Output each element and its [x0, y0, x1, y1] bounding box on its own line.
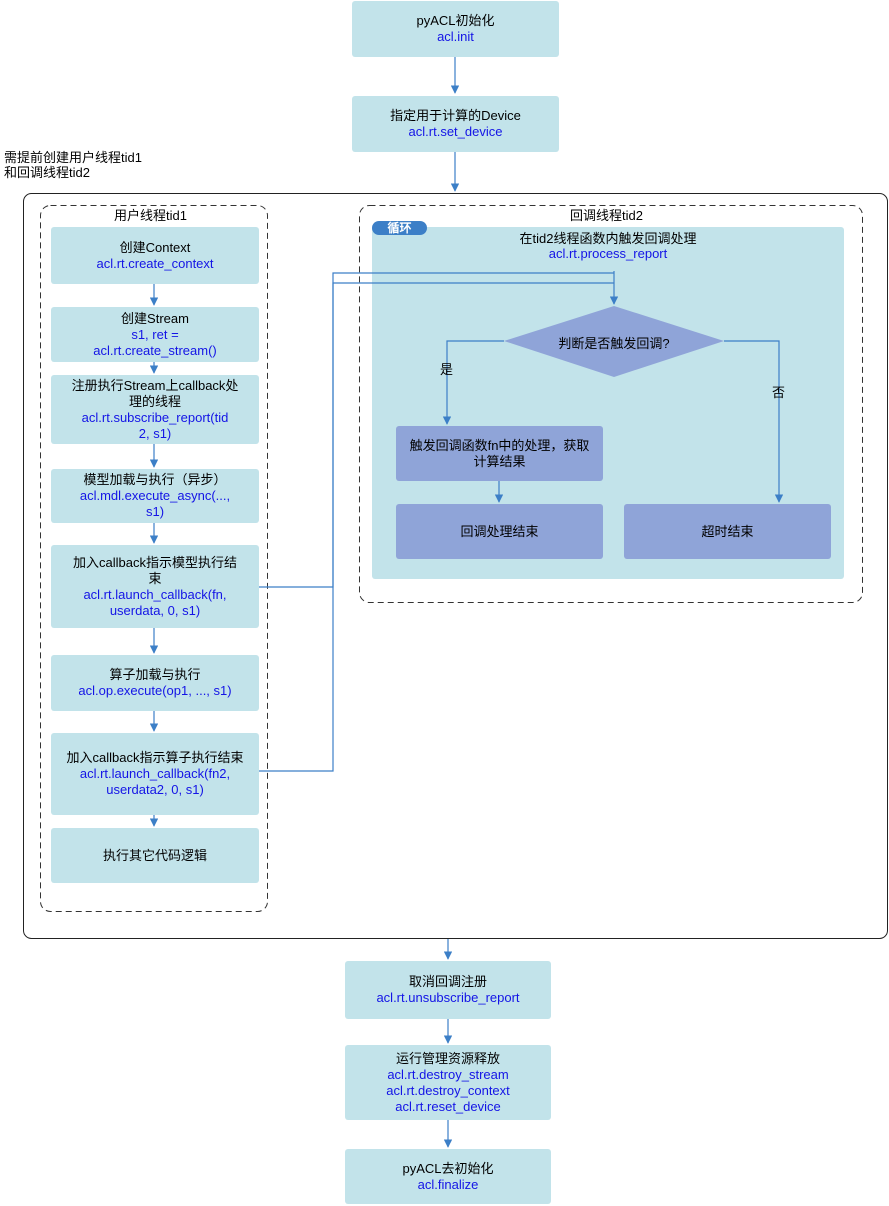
step-title: 模型加载与执行（异步） — [83, 472, 227, 487]
step-pyacl-finalize: pyACL去初始化 acl.finalize — [345, 1149, 551, 1204]
step-code: userdata, 0, s1) — [109, 602, 201, 618]
decision-text: 判断是否触发回调? — [558, 336, 670, 351]
step-title: 执行其它代码逻辑 — [102, 847, 207, 863]
handle-line-2: 计算结果 — [473, 453, 526, 469]
step-title: 加入callback指示模型执行结 — [73, 554, 237, 570]
step-title-cont: 束 — [148, 570, 162, 586]
end-timeout-label: 超时结束 — [701, 523, 754, 539]
callback-end-box: 回调处理结束 — [396, 504, 603, 559]
step-code: acl.rt.create_context — [96, 255, 214, 271]
step-release-resources: 运行管理资源释放 acl.rt.destroy_stream acl.rt.de… — [345, 1045, 551, 1120]
user-thread-frame — [40, 205, 268, 912]
step-code: acl.rt.destroy_context — [386, 1082, 510, 1098]
step-code: acl.finalize — [417, 1176, 479, 1192]
note-line-2: 和回调线程tid2 — [4, 165, 90, 180]
step-create-stream: 创建Stream s1, ret = acl.rt.create_stream(… — [51, 307, 259, 362]
step-code: acl.rt.subscribe_report(tid — [81, 409, 229, 425]
process-report-text: 在tid2线程函数内触发回调处理 acl.rt.process_report — [372, 231, 844, 261]
no-label: 否 — [772, 385, 786, 400]
main-container-frame — [23, 193, 888, 939]
step-title: 取消回调注册 — [408, 974, 487, 989]
decision-diamond — [504, 306, 724, 377]
step-code: acl.rt.launch_callback(fn, — [83, 586, 227, 602]
step-title: 注册执行Stream上callback处 — [71, 377, 239, 393]
loop-tag: 循环 — [372, 221, 427, 235]
handle-line-1: 触发回调函数fn中的处理，获取 — [409, 437, 590, 453]
step-op-execute: 算子加载与执行 acl.op.execute(op1, ..., s1) — [51, 655, 259, 711]
step-title: 算子加载与执行 — [109, 667, 201, 682]
step-code: userdata2, 0, s1) — [106, 782, 204, 797]
step-code: acl.rt.reset_device — [395, 1098, 501, 1114]
step-code: acl.op.execute(op1, ..., s1) — [78, 683, 232, 698]
yes-label: 是 — [440, 362, 454, 377]
step-title-cont: 理的线程 — [128, 393, 181, 409]
step-code: acl.mdl.execute_async(..., — [79, 488, 231, 503]
step-code: acl.init — [437, 29, 474, 44]
step-code: acl.rt.set_device — [408, 124, 503, 139]
step-unsubscribe-report: 取消回调注册 acl.rt.unsubscribe_report — [345, 961, 551, 1019]
process-code: acl.rt.process_report — [548, 246, 668, 261]
timeout-end-box: 超时结束 — [624, 504, 831, 559]
step-create-context: 创建Context acl.rt.create_context — [51, 227, 259, 284]
callback-thread-frame — [359, 205, 863, 603]
process-title: 在tid2线程函数内触发回调处理 — [519, 231, 697, 246]
note-line-1: 需提前创建用户线程tid1 — [4, 150, 142, 165]
step-code: 2, s1) — [138, 425, 172, 441]
step-launch-callback-op: 加入callback指示算子执行结束 acl.rt.launch_callbac… — [51, 733, 259, 815]
step-title: pyACL初始化 — [416, 13, 495, 28]
user-thread-title: 用户线程tid1 — [114, 208, 187, 223]
step-other-logic: 执行其它代码逻辑 — [51, 828, 259, 883]
step-title: 创建Context — [119, 239, 191, 255]
callback-thread-title: 回调线程tid2 — [570, 208, 643, 223]
step-title: 运行管理资源释放 — [395, 1050, 500, 1066]
loop-region — [372, 227, 844, 579]
step-code: s1) — [145, 504, 165, 519]
step-subscribe-report: 注册执行Stream上callback处 理的线程 acl.rt.subscri… — [51, 375, 259, 444]
end-callback-label: 回调处理结束 — [460, 523, 539, 539]
step-title: 创建Stream — [121, 310, 189, 326]
thread-prereq-note: 需提前创建用户线程tid1 和回调线程tid2 — [4, 150, 142, 180]
step-code: s1, ret = — [131, 326, 179, 342]
step-model-execute-async: 模型加载与执行（异步） acl.mdl.execute_async(..., s… — [51, 469, 259, 523]
step-code: acl.rt.create_stream() — [93, 342, 217, 358]
step-code: acl.rt.destroy_stream — [387, 1066, 509, 1082]
step-title: 加入callback指示算子执行结束 — [66, 750, 244, 765]
step-code: acl.rt.unsubscribe_report — [376, 990, 520, 1005]
step-pyacl-init: pyACL初始化 acl.init — [352, 1, 559, 57]
step-title: pyACL去初始化 — [402, 1160, 494, 1176]
callback-handle-box: 触发回调函数fn中的处理，获取 计算结果 — [396, 426, 603, 481]
step-launch-callback-model: 加入callback指示模型执行结 束 acl.rt.launch_callba… — [51, 545, 259, 628]
step-code: acl.rt.launch_callback(fn2, — [79, 766, 231, 781]
step-title: 指定用于计算的Device — [390, 108, 521, 123]
step-set-device: 指定用于计算的Device acl.rt.set_device — [352, 96, 559, 152]
